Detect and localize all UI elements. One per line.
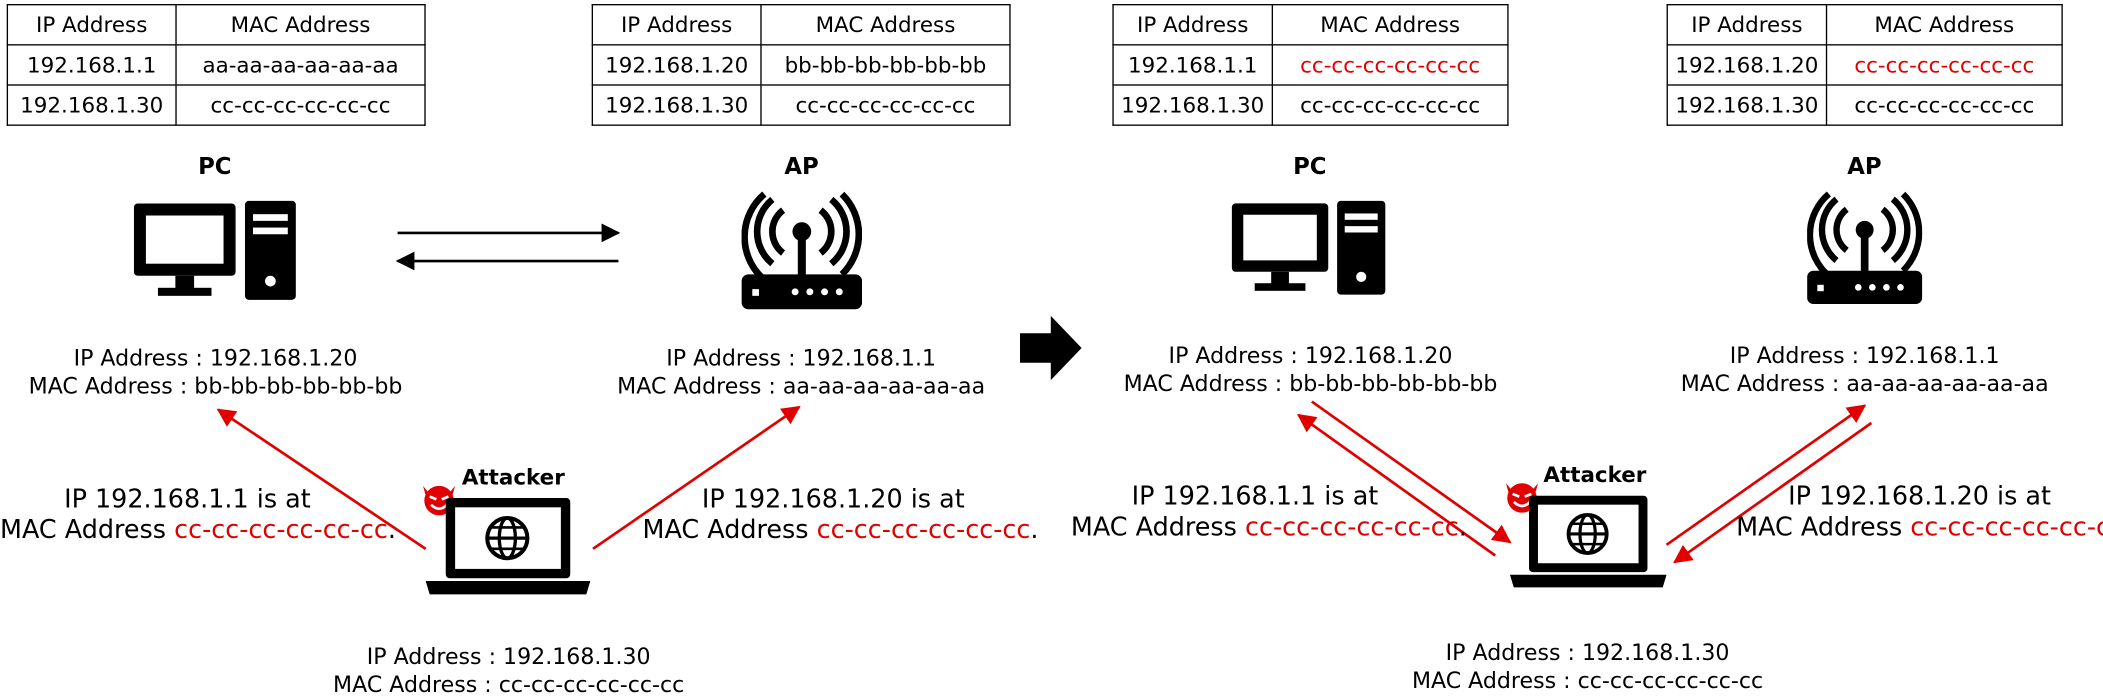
table-header-row: IP Address MAC Address bbox=[591, 4, 1011, 46]
spoofed-mac: cc-cc-cc-cc-cc-cc bbox=[816, 515, 1031, 545]
spoofed-mac-cell: cc-cc-cc-cc-cc-cc bbox=[1271, 44, 1509, 86]
spoof-msg-line2: MAC Address cc-cc-cc-cc-cc-cc. bbox=[1070, 512, 1467, 544]
spoofed-mac: cc-cc-cc-cc-cc-cc bbox=[1910, 512, 2103, 543]
ip-cell: 192.168.1.30 bbox=[1112, 84, 1274, 126]
ap-title: AP bbox=[1847, 153, 1882, 181]
mac-cell: cc-cc-cc-cc-cc-cc bbox=[1271, 84, 1509, 126]
pc-mac-label: MAC Address : bb-bb-bb-bb-bb-bb bbox=[28, 373, 403, 399]
ap-ip-label: IP Address : 192.168.1.1 bbox=[1729, 342, 2000, 369]
spoofed-mac-cell: cc-cc-cc-cc-cc-cc bbox=[1825, 44, 2063, 86]
mac-cell: cc-cc-cc-cc-cc-cc bbox=[1825, 84, 2063, 126]
ip-header: IP Address bbox=[1112, 4, 1274, 46]
spoof-msg-line2: MAC Address cc-cc-cc-cc-cc-cc. bbox=[642, 515, 1039, 546]
msg-prefix: MAC Address bbox=[1070, 512, 1246, 543]
spoofed-mac: cc-cc-cc-cc-cc-cc bbox=[174, 515, 388, 545]
ip-cell: 192.168.1.20 bbox=[1666, 44, 1828, 86]
spoof-msg-line1: IP 192.168.1.20 is at bbox=[1788, 481, 2051, 512]
arrow-attacker-to-ap bbox=[592, 405, 801, 550]
laptop-globe-icon bbox=[425, 497, 591, 595]
spoof-msg-right: IP 192.168.1.20 is at MAC Address cc-cc-… bbox=[1736, 482, 2103, 544]
msg-prefix: MAC Address bbox=[642, 515, 817, 545]
table-row: 192.168.1.1 aa-aa-aa-aa-aa-aa bbox=[6, 44, 426, 86]
ip-header: IP Address bbox=[6, 4, 177, 46]
spoofed-mac: cc-cc-cc-cc-cc-cc bbox=[1245, 512, 1459, 543]
transition-arrow-icon bbox=[1020, 315, 1082, 381]
attacker-ip-label: IP Address : 192.168.1.30 bbox=[1445, 639, 1730, 666]
ip-cell: 192.168.1.30 bbox=[6, 84, 177, 126]
arrow-attacker-to-pc-after bbox=[1296, 413, 1496, 557]
msg-suffix: . bbox=[387, 515, 396, 545]
attacker-mac-label: MAC Address : cc-cc-cc-cc-cc-cc bbox=[333, 671, 685, 698]
msg-prefix: MAC Address bbox=[1736, 512, 1911, 543]
table-row: 192.168.1.30 cc-cc-cc-cc-cc-cc bbox=[6, 84, 426, 126]
ap-ip-label: IP Address : 192.168.1.1 bbox=[666, 345, 937, 371]
ip-header: IP Address bbox=[591, 4, 762, 46]
arrow-ap-to-attacker bbox=[1673, 421, 1873, 564]
spoof-msg-line2: MAC Address cc-cc-cc-cc-cc-cc. bbox=[0, 515, 396, 546]
ap-arp-table-after: IP Address MAC Address 192.168.1.20 cc-c… bbox=[1666, 4, 2063, 126]
table-row: 192.168.1.30 cc-cc-cc-cc-cc-cc bbox=[1112, 84, 1509, 126]
wifi-router-icon bbox=[741, 191, 863, 310]
mac-header: MAC Address bbox=[1271, 4, 1509, 46]
table-row: 192.168.1.20 cc-cc-cc-cc-cc-cc bbox=[1666, 44, 2063, 86]
table-header-row: IP Address MAC Address bbox=[1112, 4, 1509, 46]
wifi-router-icon bbox=[1807, 191, 1923, 304]
spoof-msg-line2: MAC Address cc-cc-cc-cc-cc-cc. bbox=[1736, 513, 2103, 544]
table-header-row: IP Address MAC Address bbox=[1666, 4, 2063, 46]
desktop-pc-icon bbox=[133, 200, 296, 300]
arrow-pc-to-attacker bbox=[1311, 400, 1512, 544]
msg-suffix: . bbox=[1030, 515, 1039, 545]
spoof-msg-left: IP 192.168.1.1 is at MAC Address cc-cc-c… bbox=[0, 484, 396, 547]
ap-arp-table-before: IP Address MAC Address 192.168.1.20 bb-b… bbox=[591, 4, 1011, 126]
pc-arp-table-before: IP Address MAC Address 192.168.1.1 aa-aa… bbox=[6, 4, 426, 126]
pc-arp-table-after: IP Address MAC Address 192.168.1.1 cc-cc… bbox=[1112, 4, 1509, 126]
pc-ip-label: IP Address : 192.168.1.20 bbox=[1168, 342, 1453, 369]
msg-prefix: MAC Address bbox=[0, 515, 175, 545]
mac-cell: cc-cc-cc-cc-cc-cc bbox=[175, 84, 426, 126]
ip-cell: 192.168.1.1 bbox=[1112, 44, 1274, 86]
mac-header: MAC Address bbox=[760, 4, 1011, 46]
pc-mac-label: MAC Address : bb-bb-bb-bb-bb-bb bbox=[1123, 370, 1498, 397]
desktop-pc-icon bbox=[1231, 200, 1386, 295]
table-row: 192.168.1.20 bb-bb-bb-bb-bb-bb bbox=[591, 44, 1011, 86]
attacker-mac-label: MAC Address : cc-cc-cc-cc-cc-cc bbox=[1411, 667, 1764, 694]
table-row: 192.168.1.30 cc-cc-cc-cc-cc-cc bbox=[1666, 84, 2063, 126]
ip-header: IP Address bbox=[1666, 4, 1828, 46]
attacker-ip-label: IP Address : 192.168.1.30 bbox=[366, 643, 651, 670]
spoof-msg-left: IP 192.168.1.1 is at MAC Address cc-cc-c… bbox=[1070, 481, 1467, 544]
table-row: 192.168.1.30 cc-cc-cc-cc-cc-cc bbox=[591, 84, 1011, 126]
pc-title: PC bbox=[198, 153, 232, 181]
mac-header: MAC Address bbox=[1825, 4, 2063, 46]
ip-cell: 192.168.1.1 bbox=[6, 44, 177, 86]
mac-cell: cc-cc-cc-cc-cc-cc bbox=[760, 84, 1011, 126]
table-row: 192.168.1.1 cc-cc-cc-cc-cc-cc bbox=[1112, 44, 1509, 86]
ip-cell: 192.168.1.30 bbox=[591, 84, 762, 126]
spoof-msg-line1: IP 192.168.1.1 is at bbox=[1131, 481, 1379, 512]
msg-suffix: . bbox=[1458, 512, 1467, 543]
spoof-msg-line1: IP 192.168.1.20 is at bbox=[701, 484, 965, 515]
pc-ip-label: IP Address : 192.168.1.20 bbox=[73, 345, 358, 371]
ip-cell: 192.168.1.30 bbox=[1666, 84, 1828, 126]
attacker-title: Attacker bbox=[461, 464, 565, 490]
ap-mac-label: MAC Address : aa-aa-aa-aa-aa-aa bbox=[617, 373, 986, 399]
pc-title: PC bbox=[1293, 153, 1327, 181]
spoof-msg-right: IP 192.168.1.20 is at MAC Address cc-cc-… bbox=[642, 484, 1039, 547]
ap-mac-label: MAC Address : aa-aa-aa-aa-aa-aa bbox=[1680, 370, 2049, 397]
mac-cell: bb-bb-bb-bb-bb-bb bbox=[760, 44, 1011, 86]
mac-cell: aa-aa-aa-aa-aa-aa bbox=[175, 44, 426, 86]
ap-title: AP bbox=[784, 153, 819, 181]
laptop-globe-icon bbox=[1509, 495, 1667, 588]
mac-header: MAC Address bbox=[175, 4, 426, 46]
arrow-attacker-to-pc bbox=[216, 408, 427, 550]
attacker-title: Attacker bbox=[1543, 461, 1647, 488]
arrow-attacker-to-ap-after bbox=[1665, 404, 1867, 546]
ip-cell: 192.168.1.20 bbox=[591, 44, 762, 86]
table-header-row: IP Address MAC Address bbox=[6, 4, 426, 46]
spoof-msg-line1: IP 192.168.1.1 is at bbox=[64, 484, 311, 515]
